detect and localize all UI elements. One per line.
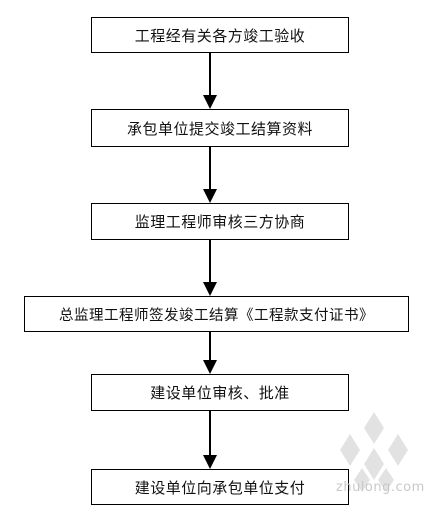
arrow-1-icon	[203, 53, 217, 109]
watermark-logo-icon	[340, 412, 408, 492]
step-1-box: 工程经有关各方竣工验收	[91, 17, 349, 53]
step-5-label: 建设单位审核、批准	[150, 384, 290, 402]
step-6-box: 建设单位向承包单位支付	[91, 469, 349, 505]
step-4-box: 总监理工程师签发竣工结算《工程款支付证书》	[24, 296, 409, 332]
step-1-label: 工程经有关各方竣工验收	[134, 26, 306, 45]
step-5-box: 建设单位审核、批准	[91, 374, 349, 411]
step-2-label: 承包单位提交竣工结算资料	[126, 119, 313, 138]
step-2-box: 承包单位提交竣工结算资料	[91, 109, 349, 147]
arrow-3-icon	[203, 240, 217, 296]
watermark-text: zhulong.com	[336, 480, 425, 495]
step-3-label: 监理工程师审核三方协商	[134, 213, 306, 231]
arrow-2-icon	[203, 147, 217, 203]
arrow-4-icon	[203, 332, 217, 374]
arrow-5-icon	[203, 411, 217, 469]
step-3-box: 监理工程师审核三方协商	[91, 203, 349, 240]
step-6-label: 建设单位向承包单位支付	[134, 478, 306, 497]
step-4-label: 总监理工程师签发竣工结算《工程款支付证书》	[59, 307, 374, 324]
